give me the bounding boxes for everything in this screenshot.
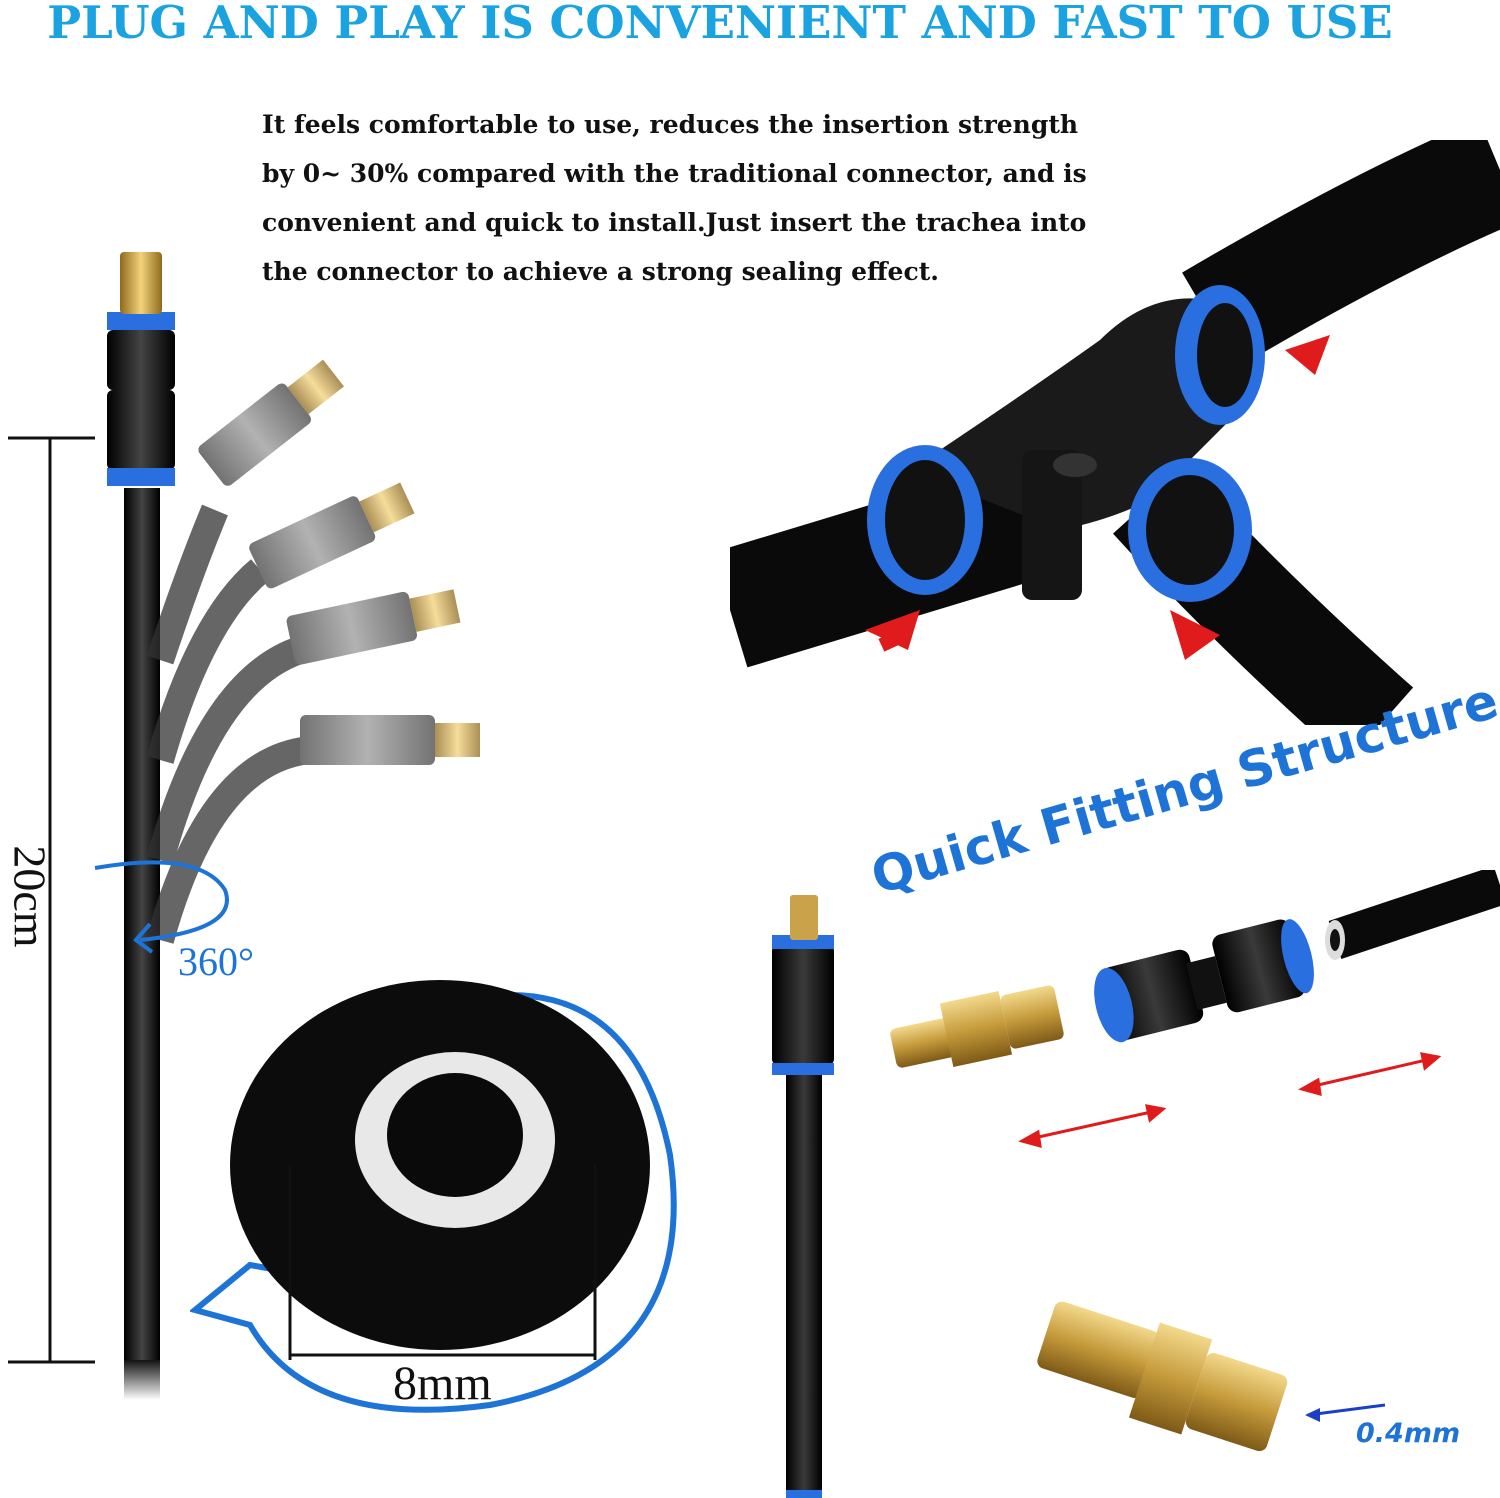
- headline: PLUG AND PLAY IS CONVENIENT AND FAST TO …: [47, 0, 1393, 49]
- double-arrow-icon: [1018, 1052, 1442, 1149]
- vertical-tube-illustration: [8, 252, 480, 1400]
- quick-fitting-parts: [772, 870, 1500, 1498]
- length-label: 20cm: [4, 845, 56, 948]
- diameter-label: 8mm: [393, 1357, 492, 1410]
- rotation-label: 360°: [178, 939, 254, 984]
- description-line: It feels comfortable to use, reduces the…: [262, 110, 1079, 139]
- description-line: the connector to achieve a strong sealin…: [262, 257, 939, 286]
- description: It feels comfortable to use, reduces the…: [262, 100, 1162, 296]
- description-line: by 0~ 30% compared with the traditional …: [262, 159, 1087, 188]
- nozzle-hole-label: 0.4mm: [1356, 1418, 1461, 1449]
- description-line: convenient and quick to install.Just ins…: [262, 208, 1087, 237]
- red-arrow-icon: [865, 335, 1330, 660]
- tube-cross-section-callout: [190, 980, 677, 1413]
- rotation-arrow-icon: [94, 860, 229, 942]
- tee-fitting-photo: [730, 140, 1500, 725]
